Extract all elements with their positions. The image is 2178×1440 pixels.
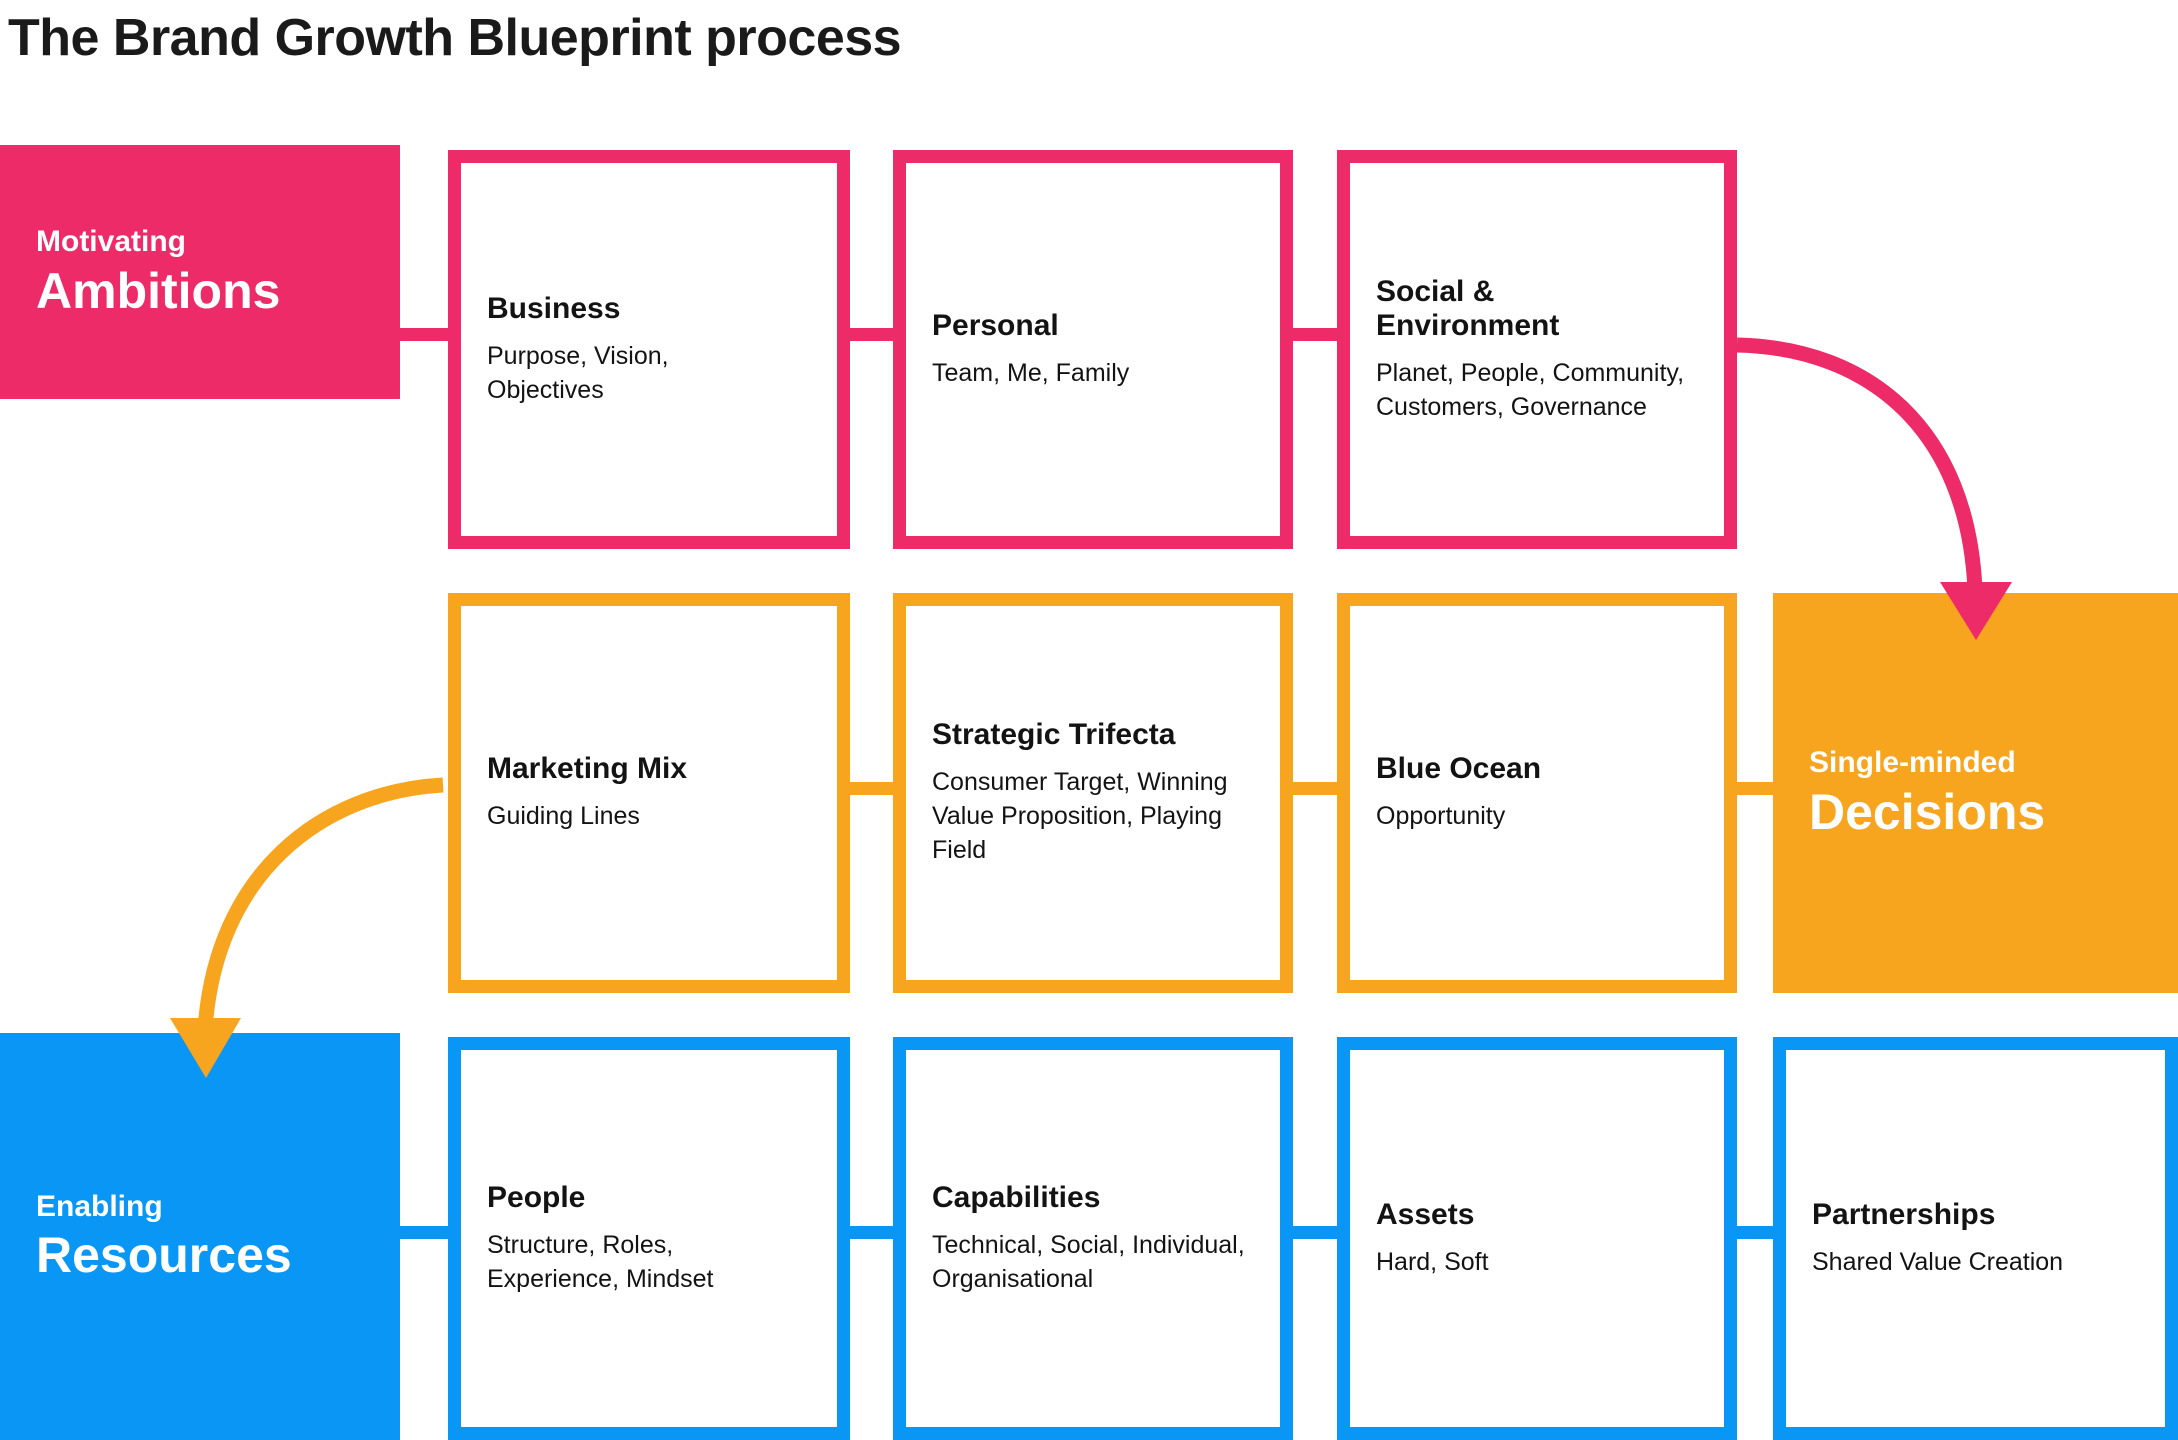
connector-resources-people (394, 1226, 460, 1239)
block-headline-resources: Resources (36, 1227, 292, 1284)
connector-capabilities-assets (1287, 1226, 1343, 1239)
card-personal[interactable]: Personal Team, Me, Family (893, 150, 1293, 549)
card-people[interactable]: People Structure, Roles, Experience, Min… (448, 1037, 850, 1440)
connector-marketing-strategic (844, 782, 900, 795)
card-title-business: Business (487, 291, 621, 325)
card-title-assets: Assets (1376, 1197, 1475, 1231)
card-title-blue-ocean: Blue Ocean (1376, 752, 1542, 786)
card-title-capabilities: Capabilities (932, 1180, 1101, 1214)
block-motivating-ambitions[interactable]: Motivating Ambitions (0, 145, 400, 399)
page-title: The Brand Growth Blueprint process (8, 9, 902, 67)
card-subtitle-people: Structure, Roles, Experience, Mindset (487, 1230, 714, 1293)
connector-blueocean-decisions (1731, 782, 1781, 795)
card-title-people: People (487, 1180, 586, 1214)
card-assets[interactable]: Assets Hard, Soft (1337, 1037, 1737, 1440)
card-social-environment[interactable]: Social & Environment Planet, People, Com… (1337, 150, 1737, 549)
card-business[interactable]: Business Purpose, Vision, Objectives (448, 150, 850, 549)
block-kicker-ambitions: Motivating (36, 225, 186, 259)
card-title-marketing-mix: Marketing Mix (487, 752, 688, 786)
card-strategic-trifecta[interactable]: Strategic Trifecta Consumer Target, Winn… (893, 593, 1293, 993)
card-subtitle-business: Purpose, Vision, Objectives (487, 341, 669, 404)
card-title-partnerships: Partnerships (1812, 1197, 1996, 1231)
card-subtitle-social-environment: Planet, People, Community, Customers, Go… (1376, 358, 1685, 421)
connector-ambitions-business (394, 328, 460, 341)
card-subtitle-capabilities: Technical, Social, Individual, Organisat… (932, 1230, 1245, 1293)
block-kicker-resources: Enabling (36, 1189, 163, 1223)
card-subtitle-marketing-mix: Guiding Lines (487, 802, 640, 831)
block-enabling-resources[interactable]: Enabling Resources (0, 1033, 400, 1440)
card-marketing-mix[interactable]: Marketing Mix Guiding Lines (448, 593, 850, 993)
card-title-social-environment: Social & Environment (1376, 274, 1560, 342)
block-kicker-decisions: Single-minded (1809, 746, 2016, 780)
card-subtitle-partnerships: Shared Value Creation (1812, 1247, 2064, 1276)
block-headline-ambitions: Ambitions (36, 262, 281, 319)
card-capabilities[interactable]: Capabilities Technical, Social, Individu… (893, 1037, 1293, 1440)
card-title-strategic-trifecta: Strategic Trifecta (932, 718, 1176, 752)
card-subtitle-personal: Team, Me, Family (932, 358, 1130, 387)
card-subtitle-assets: Hard, Soft (1376, 1247, 1489, 1276)
connector-strategic-blueocean (1287, 782, 1343, 795)
connector-personal-social (1287, 328, 1343, 341)
card-title-personal: Personal (932, 308, 1059, 342)
card-partnerships[interactable]: Partnerships Shared Value Creation (1773, 1037, 2178, 1440)
card-subtitle-strategic-trifecta: Consumer Target, Winning Value Propositi… (932, 768, 1228, 864)
connector-people-capabilities (844, 1226, 900, 1239)
card-subtitle-blue-ocean: Opportunity (1376, 802, 1506, 831)
card-blue-ocean[interactable]: Blue Ocean Opportunity (1337, 593, 1737, 993)
block-single-minded-decisions[interactable]: Single-minded Decisions (1773, 593, 2178, 993)
connector-business-personal (844, 328, 900, 341)
block-headline-decisions: Decisions (1809, 783, 2046, 840)
